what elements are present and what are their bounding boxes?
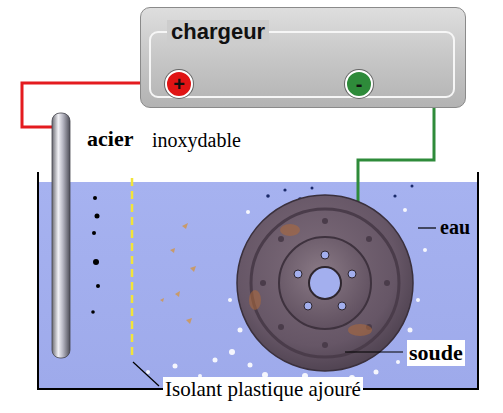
bubble [91,310,95,314]
device-title: chargeur [167,20,269,44]
particle [160,298,164,302]
bubble [246,210,250,214]
drum-center-hole [309,267,341,299]
water-label: eau [440,216,470,239]
rust-patches [249,224,372,336]
brake-drum [237,195,413,371]
insulator-label: Isolant plastique ajouré [163,377,363,402]
rim-hole [322,218,328,224]
drum-outer [237,195,413,371]
bolt-hole [304,302,312,310]
bubble [374,370,379,375]
water [39,182,477,388]
plastic-insulator [131,178,134,360]
rust-patch [280,224,300,236]
bubble [228,298,232,302]
dot [311,187,314,190]
electrode-label: inoxydable [152,129,241,152]
bubble [423,248,427,252]
dot [411,185,414,188]
rim-holes [260,218,390,348]
negative-terminal: - [345,70,373,98]
rust-particles [160,223,196,324]
rim-hole [278,236,284,242]
leader-line [345,351,403,352]
dot [283,188,286,191]
bubble [229,349,235,355]
drum-bubbles [146,208,427,385]
solution-label: soude [407,340,465,366]
charger-box: chargeur + - [140,7,466,108]
rim-hole [322,342,328,348]
bubble [93,259,99,265]
particle [182,223,188,229]
bolt-hole [321,251,329,259]
rim-hole [260,280,266,286]
terminal-sign: - [356,74,363,94]
positive-terminal: + [165,70,193,98]
steel-electrode [52,113,70,358]
tank-wall [38,172,478,389]
bubble [93,196,97,200]
rust-patch [348,324,372,336]
drum-rim [251,209,399,357]
bubble [95,214,100,219]
dot [393,194,396,197]
bubble [96,284,100,288]
bolt-hole [338,302,346,310]
bubble [213,358,218,363]
bolt-hole [348,270,356,278]
particle [175,291,180,297]
bubble [416,298,420,302]
particle [186,318,192,324]
rust-patch [249,290,261,310]
particle [170,248,175,253]
leader-line [418,227,436,228]
electrode-label: acier [87,126,133,152]
terminal-sign: + [173,74,185,94]
rim-hole [278,324,284,330]
particle [190,266,196,272]
drum-hub [279,237,371,329]
rim-hole [384,280,390,286]
rim-hole [366,236,372,242]
bubble [173,364,178,369]
bolt-holes [294,251,356,310]
rod-bubbles [91,196,100,314]
bubble [248,363,253,368]
bubble [408,328,413,333]
dot [266,194,270,198]
leader-line [133,362,159,386]
bubble [92,231,96,235]
bubble [146,370,150,374]
bubble [396,360,400,364]
bubble [238,328,243,333]
bubble [403,208,407,212]
bolt-hole [294,270,302,278]
